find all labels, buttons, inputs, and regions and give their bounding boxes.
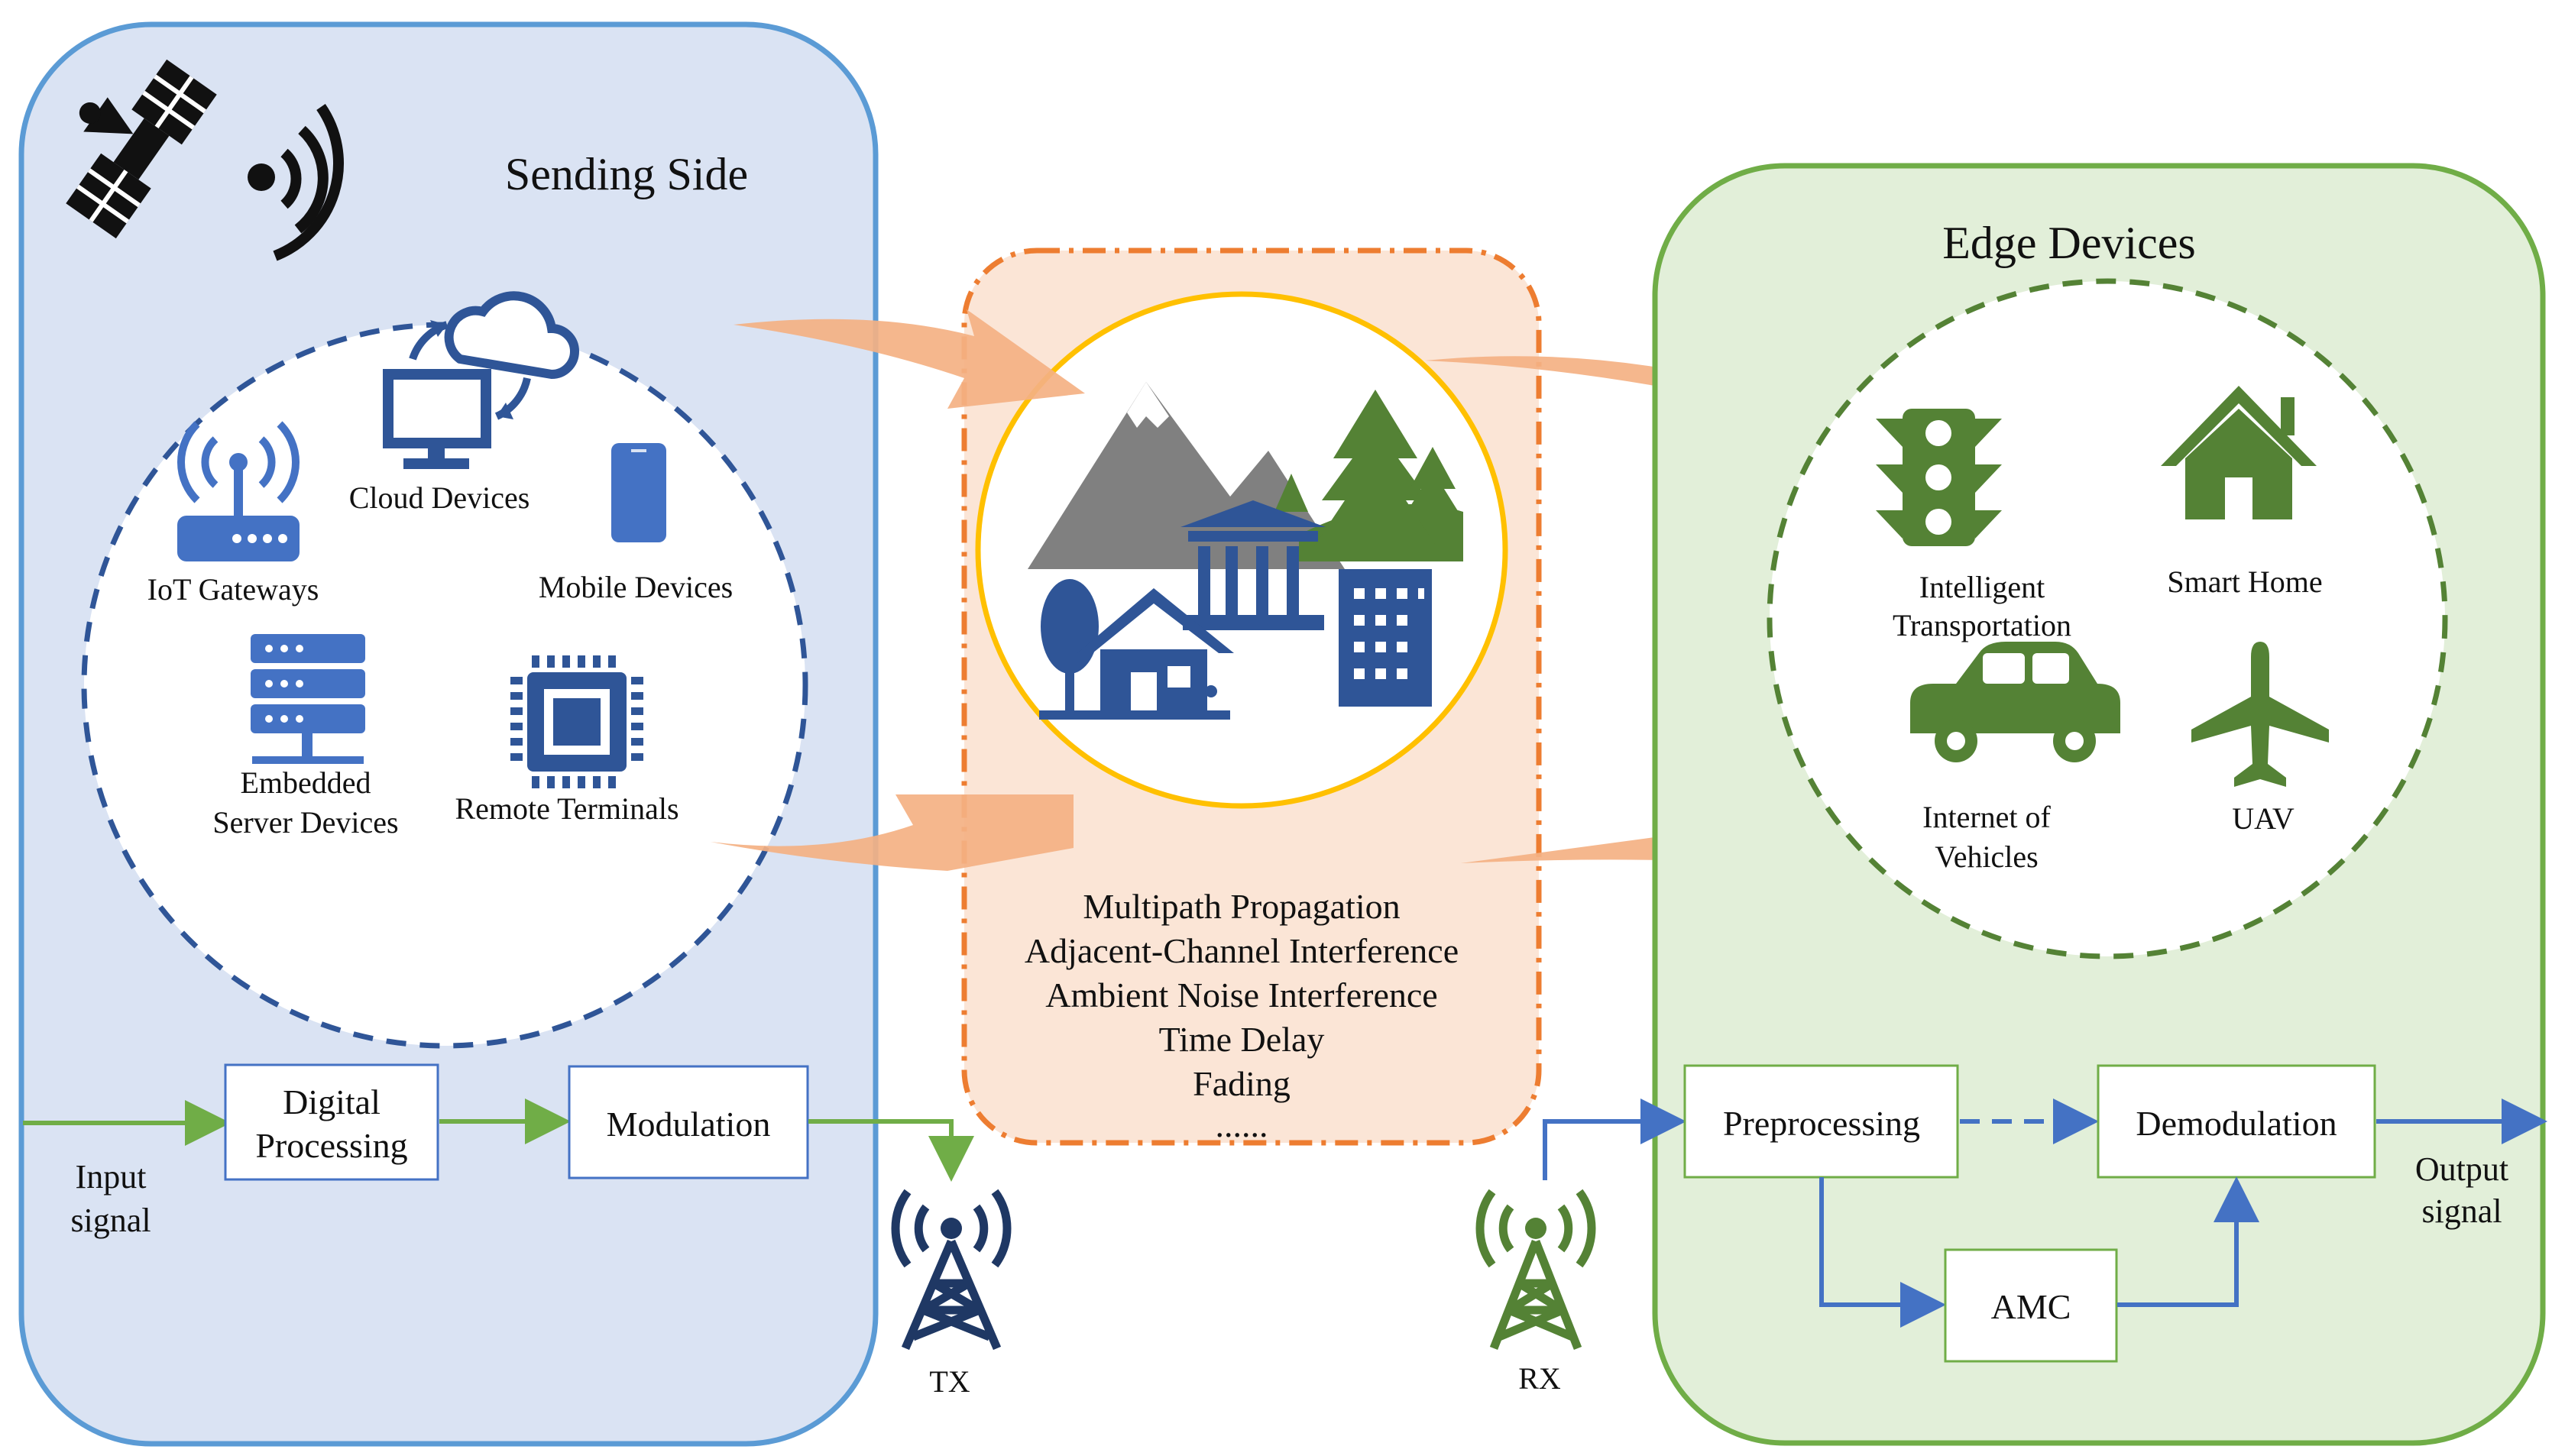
smart-home-label: Smart Home	[2167, 565, 2322, 599]
tree-house-icon	[1039, 579, 1234, 720]
demodulation-label: Demodulation	[2136, 1104, 2337, 1143]
mobile-phone-icon	[611, 443, 666, 542]
house-icon	[2161, 386, 2317, 519]
cloud-devices-icon	[383, 291, 579, 469]
mobile-devices-label: Mobile Devices	[539, 570, 733, 604]
cloud-devices-label: Cloud Devices	[349, 480, 530, 515]
modulation-label: Modulation	[607, 1105, 771, 1144]
environment-illustration	[1028, 382, 1463, 720]
airplane-icon	[2191, 642, 2329, 787]
uav-label: UAV	[2232, 801, 2295, 836]
amc-box	[1944, 1248, 2118, 1363]
traffic-light-icon	[1876, 409, 2002, 546]
modulation-to-tx-arrow	[808, 1119, 974, 1182]
iot-gateway-icon	[177, 421, 300, 561]
impairment-item: ......	[1216, 1105, 1268, 1144]
channel-impairments-list: Multipath Propagation Adjacent-Channel I…	[1025, 887, 1459, 1144]
demodulation-box	[2097, 1064, 2376, 1179]
impairment-item: Fading	[1193, 1064, 1291, 1103]
internet-of-vehicles-label-line1: Internet of	[1922, 800, 2051, 834]
rx-tower-icon	[1475, 1189, 1596, 1351]
output-label-line2: signal	[2421, 1192, 2502, 1230]
tx-tower-icon	[891, 1189, 1012, 1351]
flow-arrow-bottom-left	[711, 794, 1074, 871]
intelligent-transportation-label-line1: Intelligent	[1919, 570, 2045, 604]
car-icon	[1910, 642, 2120, 762]
sending-side-title: Sending Side	[505, 149, 748, 199]
embedded-server-label-line1: Embedded	[240, 765, 371, 800]
embedded-server-label-line2: Server Devices	[212, 805, 398, 840]
wireless-signal-icon	[248, 104, 344, 261]
impairment-item: Adjacent-Channel Interference	[1025, 931, 1459, 970]
building-icon	[1339, 569, 1432, 707]
preprocessing-to-amc-arrow	[1819, 1177, 1946, 1328]
modulation-box	[568, 1065, 809, 1179]
edge-apps-circle	[1767, 278, 2448, 959]
satellite-icon	[66, 59, 217, 239]
impairment-item: Time Delay	[1159, 1020, 1325, 1059]
chip-icon	[510, 655, 643, 788]
impairment-item: Multipath Propagation	[1083, 887, 1400, 926]
digital-processing-label-line1: Digital	[283, 1082, 381, 1121]
tx-label: TX	[929, 1364, 970, 1399]
rx-to-preprocessing-arrow	[1543, 1098, 1686, 1180]
trees-icon	[1274, 390, 1463, 561]
output-label-line1: Output	[2415, 1150, 2508, 1188]
amc-label: AMC	[1991, 1287, 2071, 1326]
intelligent-transportation-label-line2: Transportation	[1893, 608, 2071, 642]
iot-gateways-label: IoT Gateways	[147, 572, 319, 607]
server-icon	[251, 634, 365, 764]
input-label-line1: Input	[76, 1158, 147, 1196]
preprocessing-box	[1683, 1064, 1959, 1179]
digital-processing-label-line2: Processing	[255, 1126, 407, 1165]
rx-label: RX	[1518, 1361, 1561, 1396]
internet-of-vehicles-label-line2: Vehicles	[1935, 840, 2039, 874]
amc-to-demodulation-arrow	[2117, 1176, 2259, 1307]
remote-terminals-label: Remote Terminals	[455, 791, 678, 826]
digital-processing-box	[224, 1063, 439, 1181]
museum-icon	[1180, 500, 1326, 630]
preprocessing-label: Preprocessing	[1723, 1104, 1920, 1143]
edge-devices-title: Edge Devices	[1942, 218, 2196, 268]
flow-arrow-top-left	[734, 309, 1085, 409]
input-label-line2: signal	[70, 1202, 151, 1239]
impairment-item: Ambient Noise Interference	[1045, 976, 1437, 1014]
